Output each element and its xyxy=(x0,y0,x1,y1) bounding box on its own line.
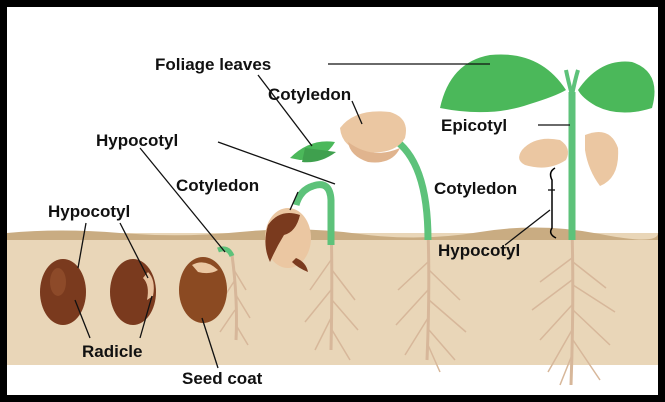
seed-highlight xyxy=(50,268,66,296)
bottom-strip xyxy=(7,365,658,395)
label-cotyledon-mid: Cotyledon xyxy=(176,176,259,195)
label-hypocotyl-right: Hypocotyl xyxy=(438,241,520,260)
seed-stage-1 xyxy=(40,259,86,325)
seed-stage-2 xyxy=(110,259,156,325)
primary-root xyxy=(427,230,429,360)
label-foliage-leaves: Foliage leaves xyxy=(155,55,271,74)
label-hypocotyl-top: Hypocotyl xyxy=(96,131,178,150)
label-seed-coat: Seed coat xyxy=(182,369,263,388)
label-epicotyl: Epicotyl xyxy=(441,116,507,135)
label-cotyledon-top: Cotyledon xyxy=(268,85,351,104)
label-radicle: Radicle xyxy=(82,342,142,361)
primary-root xyxy=(571,230,573,385)
label-hypocotyl-left: Hypocotyl xyxy=(48,202,130,221)
label-cotyledon-right: Cotyledon xyxy=(434,179,517,198)
